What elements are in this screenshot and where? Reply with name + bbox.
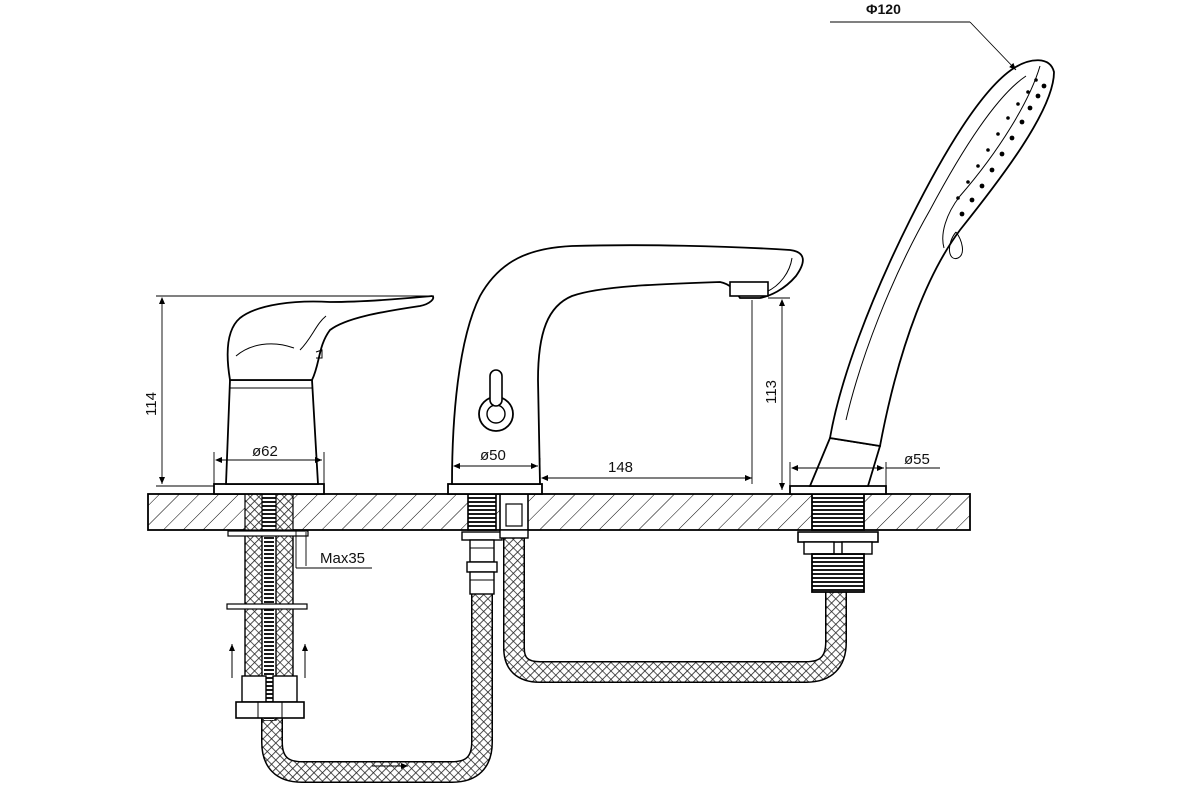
shower-head-diameter-label: Φ120 xyxy=(866,1,901,17)
max-deck-thickness-label: Max35 xyxy=(320,550,365,567)
shower-head-nozzles xyxy=(956,78,1047,217)
spout-fittings xyxy=(461,529,529,595)
deck-penetrations xyxy=(244,493,865,531)
spout-base-diameter-label: ø50 xyxy=(480,447,506,464)
lever-height-label: 114 xyxy=(143,392,160,416)
shower-base-diameter-label: ø55 xyxy=(904,451,930,468)
bath-spout xyxy=(447,244,804,495)
spout-height-label: 113 xyxy=(763,380,780,404)
mixer-inlet-tails xyxy=(226,489,309,721)
mixer-base-diameter-label: ø62 xyxy=(252,443,278,460)
spout-reach-label: 148 xyxy=(608,459,633,476)
hand-shower xyxy=(789,59,1055,495)
dimension-lines xyxy=(156,21,1017,569)
shower-base-fittings xyxy=(797,531,879,593)
connection-hoses xyxy=(261,535,847,783)
